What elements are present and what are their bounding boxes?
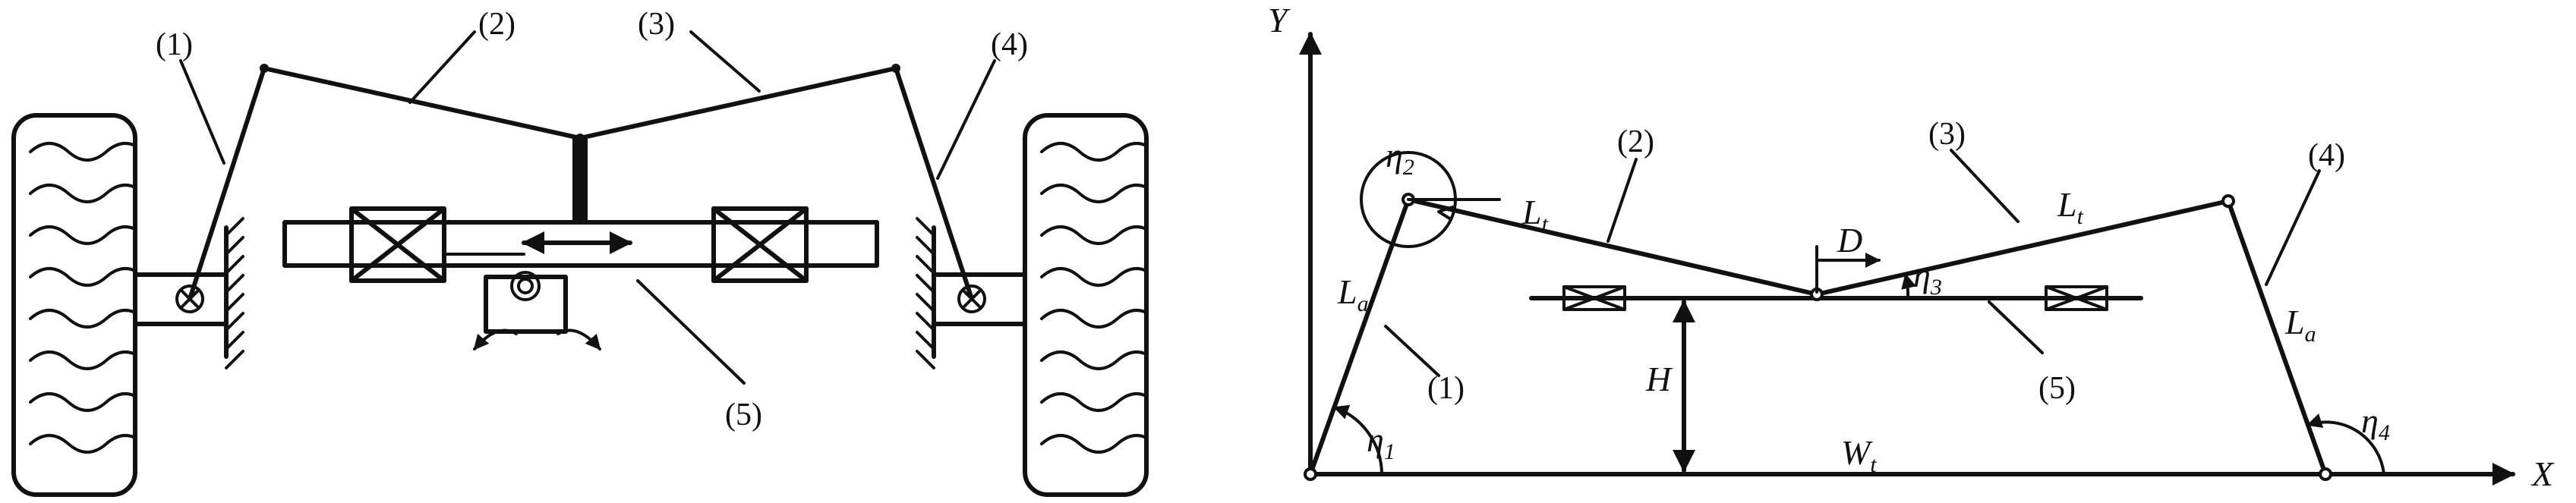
tie-rods [262,66,898,140]
link-4 [2226,199,2328,476]
left-hub [133,272,229,326]
la-left-symbol: La [1337,272,1369,316]
link-1 [1308,197,1411,476]
link-2 [1406,197,1819,297]
left-leaders [179,30,996,385]
rack-bearing-left [1562,285,1626,311]
right-hub [932,272,1027,326]
right-label-4: (4) [2308,138,2345,173]
right-label-5: (5) [2038,371,2076,406]
left-label-5: (5) [725,398,762,432]
axis-x-label: X [2530,454,2555,493]
right-label-1: (1) [1427,371,1465,406]
wt-symbol: Wt [1841,433,1877,477]
eta1-symbol: η1 [1367,420,1395,464]
left-steering-arm [188,66,266,301]
right-diagram: Y X [1268,1,2555,493]
eta3-symbol: η3 [1913,256,1942,300]
rack-bearing-right [2045,285,2108,311]
left-ground [224,217,244,369]
left-label-2: (2) [478,7,516,42]
left-wheel [11,113,137,497]
right-ground [916,217,936,369]
left-label-4: (4) [991,27,1028,62]
la-right-symbol: La [2284,303,2316,347]
lt-left-symbol: Lt [1521,193,1549,237]
eta3-angle-arc [1901,273,1916,300]
eta1-angle-arc [1333,404,1383,476]
left-label-1: (1) [156,27,193,62]
eta4-angle-arc [2306,413,2385,476]
right-label-3: (3) [1928,117,1966,152]
lt-right-symbol: Lt [2057,185,2084,229]
pinion-motor [473,271,601,351]
link-3 [1815,199,2231,297]
axis-y-label: Y [1268,1,1291,39]
d-symbol: D [1837,221,1862,259]
eta2-symbol: η2 [1386,136,1414,180]
left-label-3: (3) [638,7,675,42]
center-post [572,138,588,220]
h-symbol: H [1645,360,1673,398]
right-label-2: (2) [1617,124,1654,159]
left-mechanism: (1) (2) (3) (4) (5) [11,7,1149,497]
right-wheel [1023,113,1149,497]
eta4-symbol: η4 [2361,401,2390,445]
right-leaders [1384,149,2321,377]
rack-housing [282,206,879,283]
right-steering-arm [894,66,974,301]
